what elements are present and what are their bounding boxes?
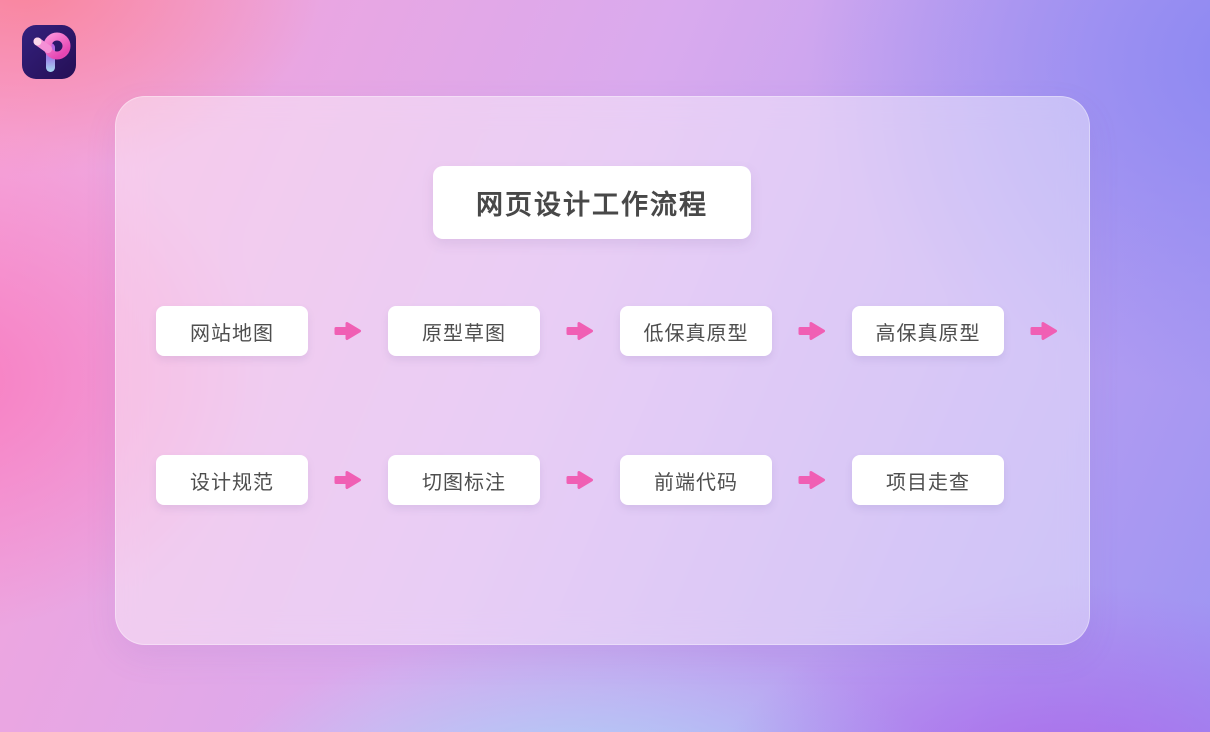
arrow-right-icon xyxy=(334,471,361,489)
workflow-title-box: 网页设计工作流程 xyxy=(433,166,751,239)
flow-row-2: 设计规范 切图标注 前端代码 项目走查 xyxy=(156,455,1004,505)
flow-step-sitemap: 网站地图 xyxy=(156,306,308,356)
arrow-right-icon xyxy=(798,322,825,340)
arrow-right-icon xyxy=(798,471,825,489)
flow-step-prototype-sketch: 原型草图 xyxy=(388,306,540,356)
workflow-title: 网页设计工作流程 xyxy=(476,190,708,220)
arrow-right-icon xyxy=(1030,322,1057,340)
arrow-right-icon xyxy=(334,322,361,340)
flow-step-frontend-code: 前端代码 xyxy=(620,455,772,505)
pixso-p-logo-icon xyxy=(22,25,76,79)
arrow-right-icon xyxy=(566,322,593,340)
workflow-card: 网页设计工作流程 网站地图 原型草图 低保真原型 高保真原型 设计规范 xyxy=(115,96,1090,645)
flow-row-1: 网站地图 原型草图 低保真原型 高保真原型 xyxy=(156,306,1084,356)
flow-step-slice-annotation: 切图标注 xyxy=(388,455,540,505)
flow-step-design-spec: 设计规范 xyxy=(156,455,308,505)
flow-step-lofi-prototype: 低保真原型 xyxy=(620,306,772,356)
arrow-right-icon xyxy=(566,471,593,489)
flow-step-hifi-prototype: 高保真原型 xyxy=(852,306,1004,356)
flow-step-project-review: 项目走查 xyxy=(852,455,1004,505)
